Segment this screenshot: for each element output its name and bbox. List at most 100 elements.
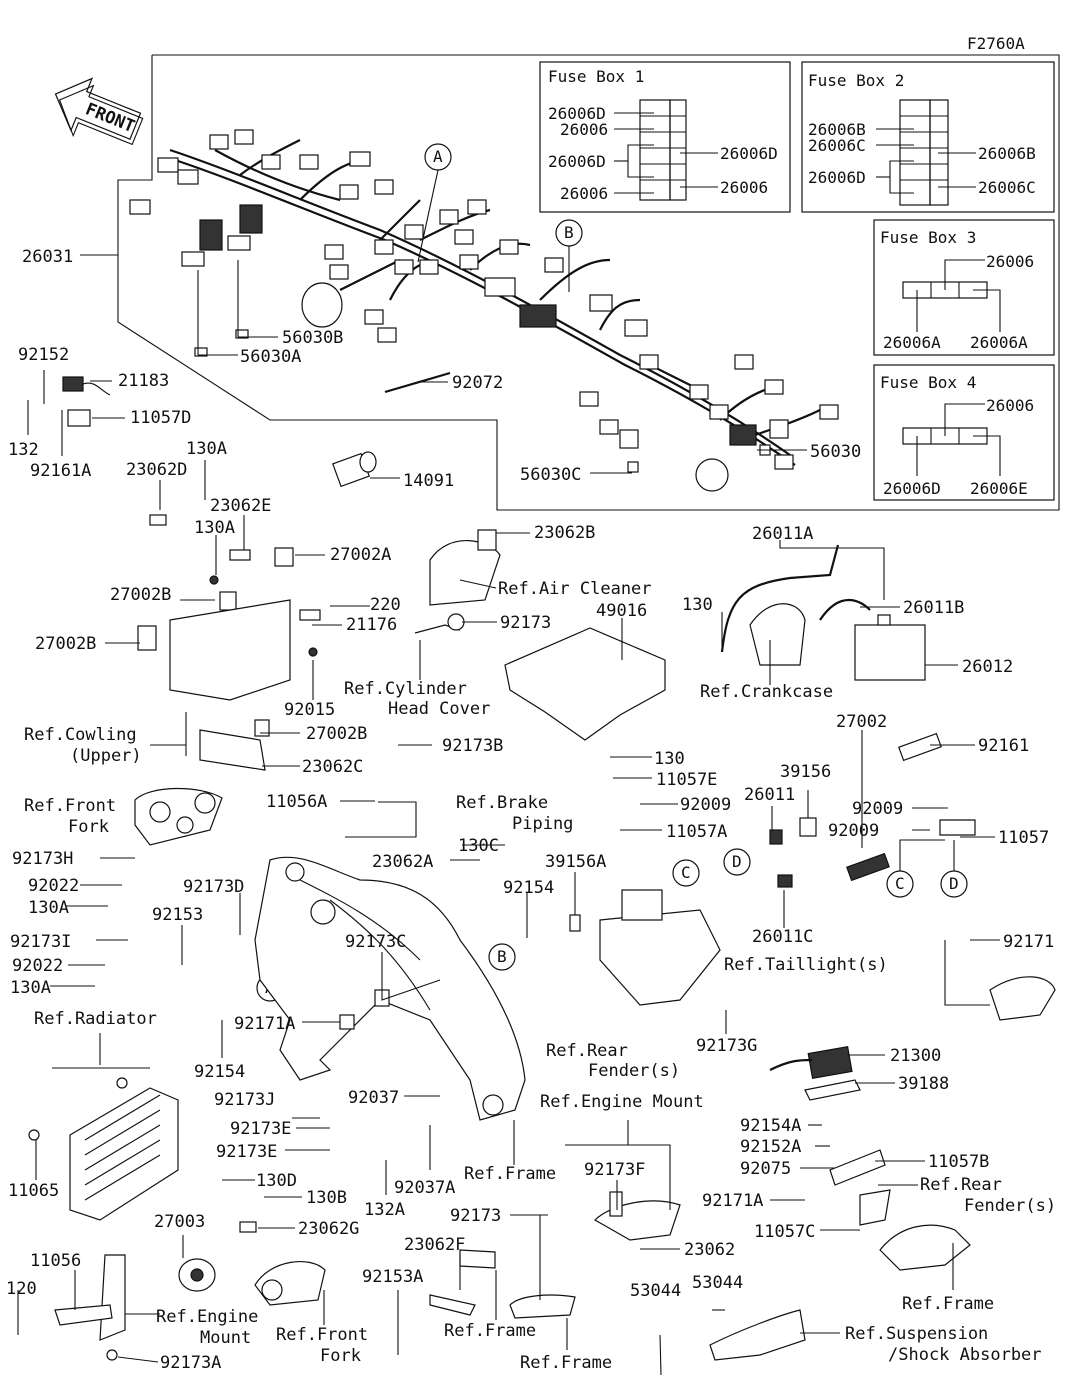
svg-text:D: D [949, 874, 959, 893]
svg-text:26006: 26006 [560, 120, 608, 139]
ref-label: Ref.Engine [156, 1307, 258, 1327]
part-label: 220 [370, 595, 401, 615]
part-label: 130A [186, 439, 227, 459]
svg-text:B: B [564, 223, 574, 242]
svg-text:26006: 26006 [986, 252, 1034, 271]
part-label: 92009 [852, 799, 903, 819]
ref-label: Ref.Taillight(s) [724, 955, 888, 975]
part-labels: 26031 56030B 56030A 92072 56030 56030C 9… [6, 247, 1054, 1373]
part-label: 92022 [12, 956, 63, 976]
ref-label: Ref.Cylinder [344, 679, 467, 699]
ref-label: Ref.Brake [456, 793, 548, 813]
part-label: 56030A [240, 347, 301, 367]
svg-text:26006B: 26006B [808, 120, 866, 139]
ref-label: Ref.Crankcase [700, 682, 833, 702]
part-label: 92173G [696, 1036, 757, 1056]
callout-c-mid: C [672, 859, 700, 887]
part-label: 92173B [442, 736, 503, 756]
svg-text:26006C: 26006C [978, 178, 1036, 197]
svg-text:26006D: 26006D [548, 104, 606, 123]
part-label: 23062C [302, 757, 363, 777]
part-label: 130A [194, 518, 235, 538]
part-label: 49016 [596, 601, 647, 621]
svg-text:C: C [681, 863, 691, 882]
callout-d-right: D [940, 870, 968, 898]
part-label: 92037A [394, 1178, 455, 1198]
part-label: 53044 [692, 1273, 743, 1293]
part-label: 39156 [780, 762, 831, 782]
part-label: 92173E [216, 1142, 277, 1162]
part-label: 21176 [346, 615, 397, 635]
part-label: 92075 [740, 1159, 791, 1179]
part-label: 92154A [740, 1116, 801, 1136]
part-label: 26011A [752, 524, 813, 544]
fuse-box-1: Fuse Box 1 26006D 26006 26006D 26006 260… [539, 61, 791, 213]
svg-text:26006E: 26006E [970, 479, 1028, 498]
svg-text:D: D [732, 852, 742, 871]
part-label: 26031 [22, 247, 73, 267]
part-label: 23062A [372, 852, 433, 872]
ref-label: Ref.Suspension [845, 1324, 988, 1344]
part-label: 23062B [534, 523, 595, 543]
part-label: 92173J [214, 1090, 275, 1110]
fuse-box-4: Fuse Box 4 26006 26006D 26006E [873, 364, 1055, 501]
part-label: 92154 [194, 1062, 245, 1082]
part-label: 56030C [520, 465, 581, 485]
part-shapes [28, 329, 1056, 1376]
callout-b-top: B [555, 219, 583, 292]
part-label: 26011C [752, 927, 813, 947]
part-label: 92022 [28, 876, 79, 896]
part-label: 23062E [210, 496, 271, 516]
part-label: 23062 [684, 1240, 735, 1260]
svg-text:26006D: 26006D [548, 152, 606, 171]
svg-text:26006D: 26006D [720, 144, 778, 163]
svg-text:26006D: 26006D [883, 479, 941, 498]
part-label: 21300 [890, 1046, 941, 1066]
part-label: 92015 [284, 700, 335, 720]
svg-text:26006: 26006 [560, 184, 608, 203]
part-label: 27003 [154, 1212, 205, 1232]
part-label: 27002B [306, 724, 367, 744]
part-label: 92173I [10, 932, 71, 952]
part-label: 11056 [30, 1251, 81, 1271]
part-label: 53044 [630, 1281, 681, 1301]
front-arrow-icon: FRONT [54, 77, 144, 146]
ref-label: Piping [512, 814, 573, 834]
leader-lines [17, 254, 1000, 1363]
part-label: 130D [256, 1171, 297, 1191]
part-label: 56030B [282, 328, 343, 348]
part-label: 92171A [702, 1191, 763, 1211]
fuse-box-title: Fuse Box 4 [880, 373, 976, 392]
reference-labels: Ref.Air Cleaner Ref.Cylinder Head Cover … [24, 579, 1056, 1373]
ref-label: Ref.Frame [444, 1321, 536, 1341]
fuse-box-title: Fuse Box 1 [548, 67, 644, 86]
part-label: 92153A [362, 1267, 423, 1287]
part-label: 132A [364, 1200, 405, 1220]
part-label: 26012 [962, 657, 1013, 677]
callout-c-right: C [886, 870, 914, 898]
part-label: 120 [6, 1279, 37, 1299]
part-label: 130 [682, 595, 713, 615]
ref-label: Ref.Front [24, 796, 116, 816]
part-label: 130C [458, 836, 499, 856]
fuse-box-3: Fuse Box 3 26006 26006A 26006A [873, 219, 1055, 356]
ref-label: Head Cover [388, 699, 490, 719]
svg-text:C: C [895, 874, 905, 893]
part-label: 92037 [348, 1088, 399, 1108]
ref-label: /Shock Absorber [888, 1345, 1042, 1365]
part-label: 11057A [666, 822, 727, 842]
part-label: 39156A [545, 852, 606, 872]
main-wiring-harness [129, 129, 839, 492]
part-label: 23062G [298, 1219, 359, 1239]
ref-label: Ref.Air Cleaner [498, 579, 652, 599]
figure-code: F2760A [967, 34, 1025, 53]
ref-label: Ref.Frame [902, 1294, 994, 1314]
svg-text:B: B [497, 947, 507, 966]
ref-label: Ref.Rear [920, 1175, 1002, 1195]
svg-text:26006: 26006 [720, 178, 768, 197]
part-label: 14091 [403, 471, 454, 491]
part-label: 92173D [183, 877, 244, 897]
harness-outline [117, 54, 1060, 511]
part-label: 92009 [828, 821, 879, 841]
part-label: 11057 [998, 828, 1049, 848]
